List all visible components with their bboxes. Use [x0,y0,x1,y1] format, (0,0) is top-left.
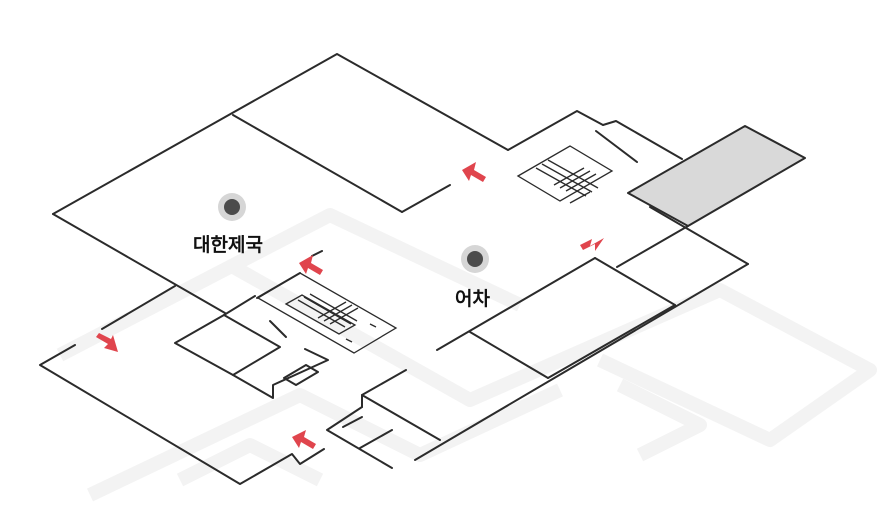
direction-arrow-icon [292,430,316,449]
location-marker-icon[interactable] [218,193,246,221]
stairs-right-icon [516,145,614,204]
direction-arrow-icon [462,162,486,182]
direction-arrow-icon [580,238,604,251]
location-label-daehanjeguk[interactable]: 대한제국 [193,234,263,256]
direction-arrow-icon [96,333,118,352]
lower-floor-ghost [56,208,877,502]
location-label-eocha[interactable]: 어차 [455,288,490,310]
direction-arrow-icon [299,255,323,275]
highlight-room[interactable] [627,125,806,227]
stairs-left-icon [256,272,398,354]
walls [39,53,749,485]
location-marker-icon[interactable] [461,245,489,273]
